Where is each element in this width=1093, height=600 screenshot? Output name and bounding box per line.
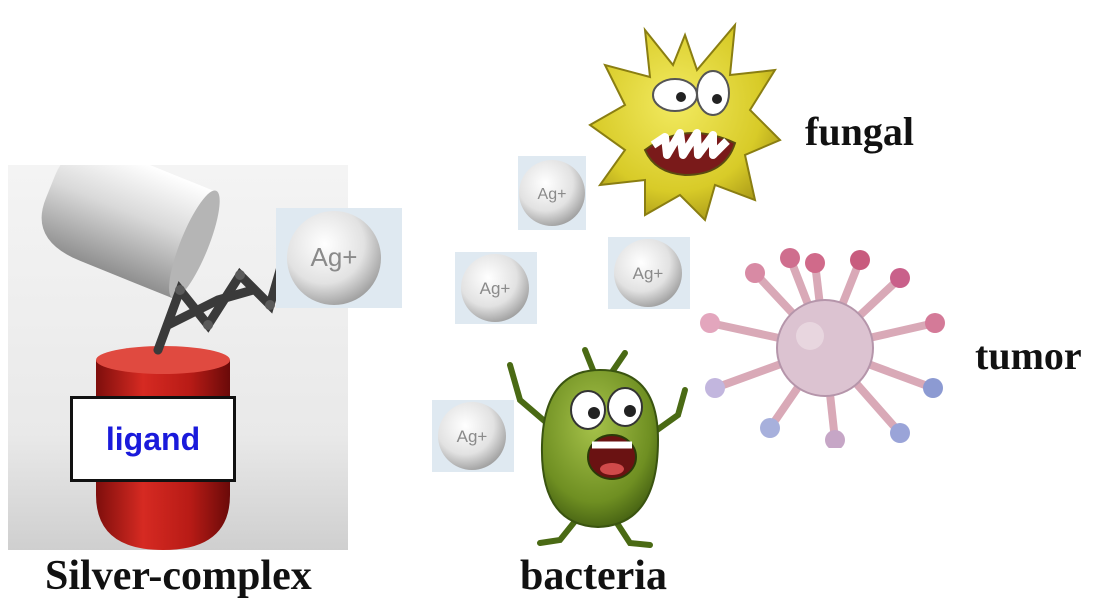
bacteria-label: bacteria bbox=[520, 552, 667, 600]
ligand-label: ligand bbox=[106, 421, 200, 458]
silver-complex-label: Silver-complex bbox=[45, 552, 312, 600]
fungus-illustration bbox=[585, 15, 785, 225]
ag-ion-label: Ag+ bbox=[633, 264, 664, 283]
ag-ion-label: Ag+ bbox=[538, 186, 567, 203]
ag-ion-large: Ag+ bbox=[276, 208, 402, 308]
tumor-illustration bbox=[695, 248, 955, 448]
ag-ion: Ag+ bbox=[608, 237, 690, 309]
ag-ion: Ag+ bbox=[455, 252, 537, 324]
fungal-label: fungal bbox=[805, 108, 914, 155]
ligand-label-box: ligand bbox=[70, 396, 236, 482]
ag-ion-label: Ag+ bbox=[480, 279, 511, 298]
tumor-label: tumor bbox=[975, 332, 1082, 379]
bacteria-illustration bbox=[500, 345, 695, 550]
ag-ion-label: Ag+ bbox=[311, 242, 358, 272]
ag-ion: Ag+ bbox=[518, 156, 586, 230]
ag-ion-label: Ag+ bbox=[457, 427, 488, 446]
